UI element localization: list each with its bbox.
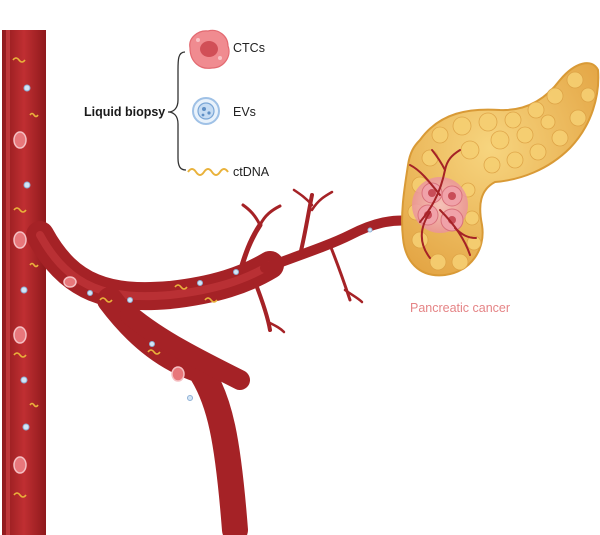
pancreas-illustration [402, 63, 598, 275]
evs-label: EVs [233, 105, 256, 119]
ctc-cell [14, 132, 26, 148]
liquid-biopsy-bracket [168, 52, 186, 170]
ctc-cell [172, 367, 184, 381]
ctc-cell-icon [190, 30, 229, 68]
branch-vessels [40, 190, 420, 530]
ctc-cell [64, 277, 76, 287]
ctdna-label: ctDNA [233, 165, 270, 179]
ctc-cell [14, 457, 26, 473]
liquid-biopsy-label: Liquid biopsy [84, 105, 165, 119]
circulating-cells [13, 58, 372, 497]
ctc-cell [14, 232, 26, 248]
ctdna-strand-icon [188, 169, 228, 175]
ctcs-label: CTCs [233, 41, 265, 55]
extracellular-vesicle-icon [193, 98, 219, 124]
ctc-cell [14, 327, 26, 343]
pancreatic-cancer-label: Pancreatic cancer [410, 301, 510, 315]
